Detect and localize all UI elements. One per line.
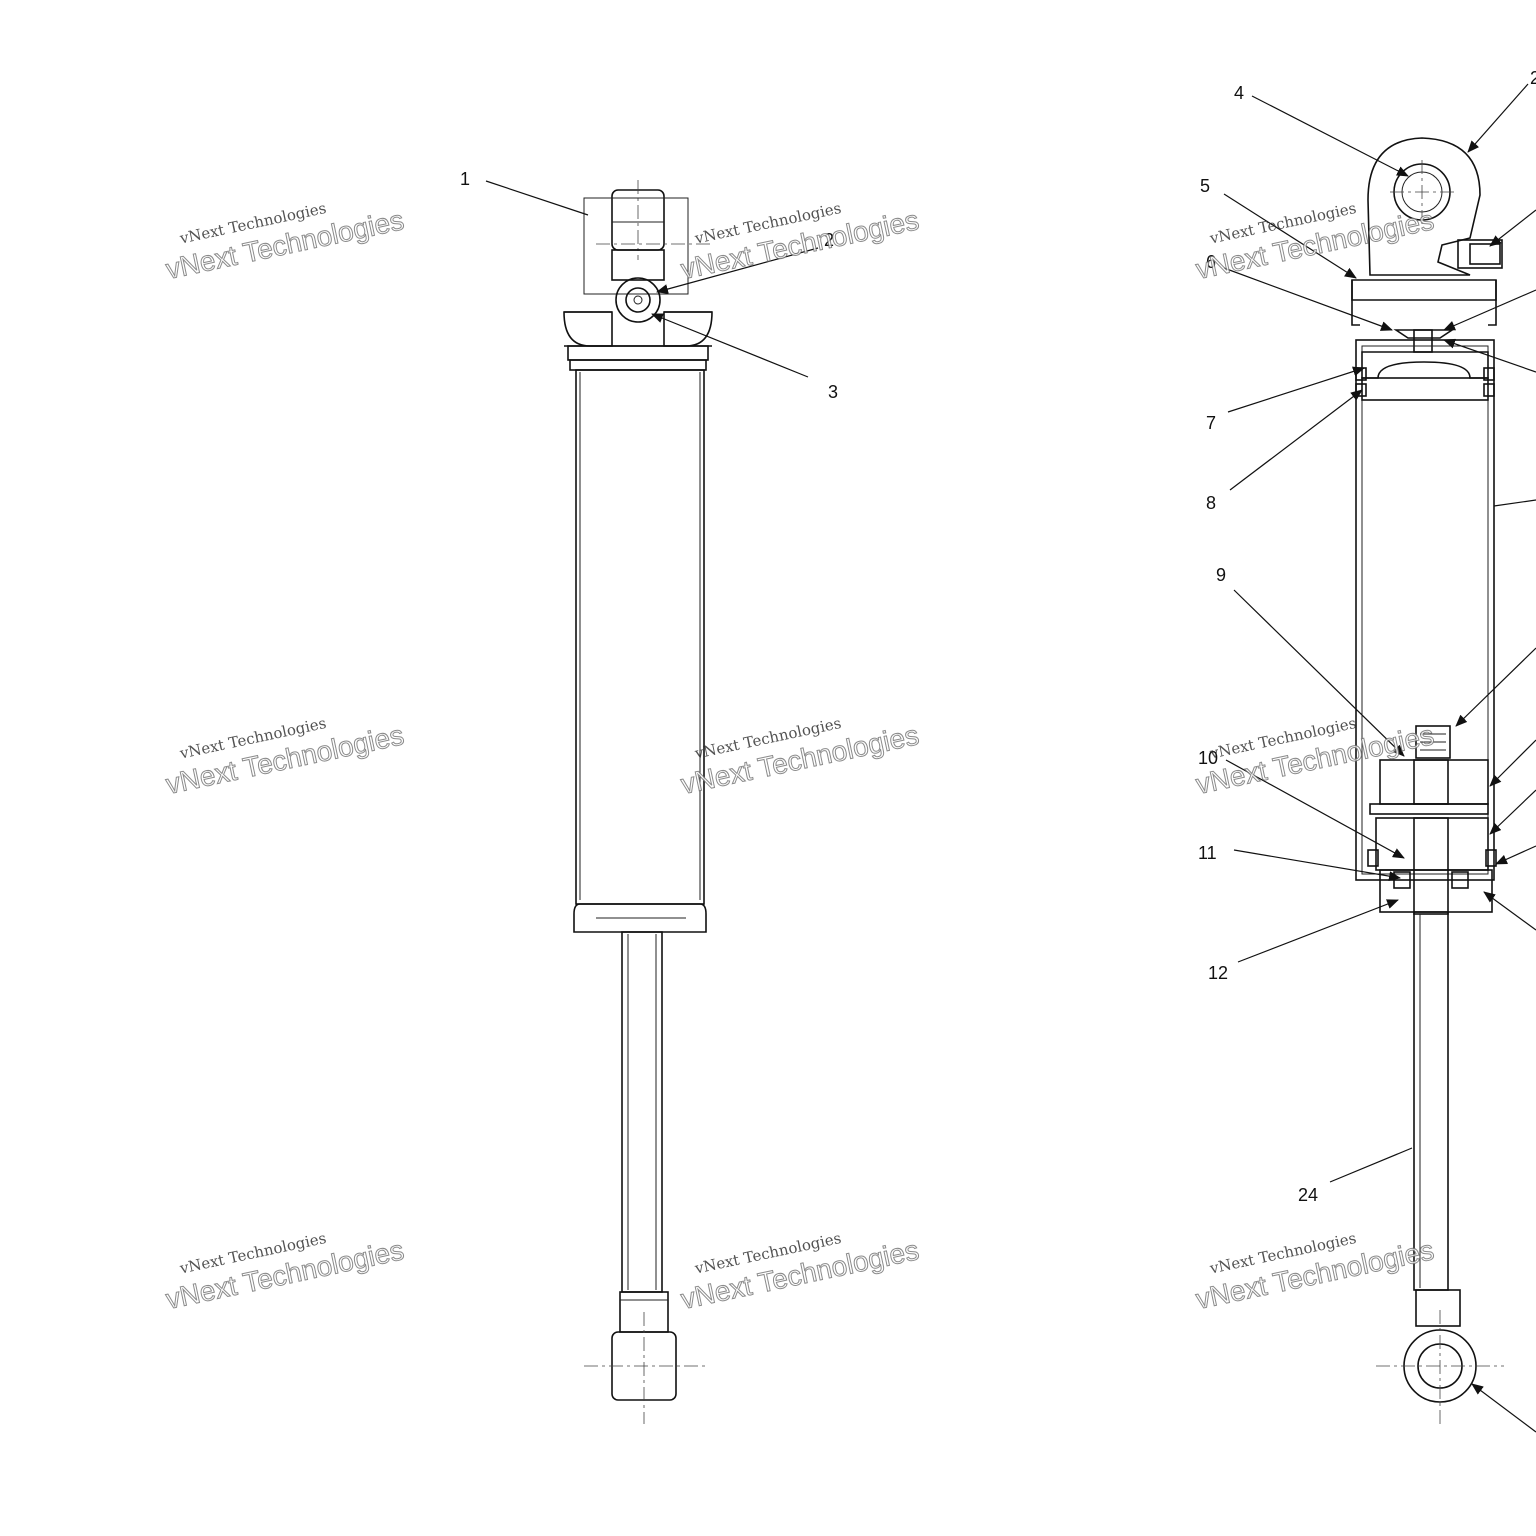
callout-5: 5 <box>1200 176 1210 196</box>
watermarks: vNext Technologies vNext Technologies vN… <box>163 199 1437 1316</box>
left-leader-lines <box>485 180 819 378</box>
callout-2: 2 <box>824 230 834 250</box>
shock-cross-section-view <box>1351 137 1504 1424</box>
callout-7: 7 <box>1206 413 1216 433</box>
callout-12: 12 <box>1208 963 1228 983</box>
right-leader-lines <box>1223 83 1536 1433</box>
callout-9: 9 <box>1216 565 1226 585</box>
callout-24: 24 <box>1298 1185 1318 1205</box>
callout-1: 1 <box>460 169 470 189</box>
callout-10: 10 <box>1198 748 1218 768</box>
shock-exterior-view <box>563 180 713 1424</box>
callout-8: 8 <box>1206 493 1216 513</box>
callout-3: 3 <box>828 382 838 402</box>
callout-2-right: 2 <box>1530 68 1536 88</box>
callout-6: 6 <box>1206 252 1216 272</box>
callout-labels: 1 2 3 4 2 5 6 7 8 9 10 11 12 24 <box>460 68 1536 1205</box>
callout-4: 4 <box>1234 83 1244 103</box>
callout-11: 11 <box>1198 843 1217 863</box>
